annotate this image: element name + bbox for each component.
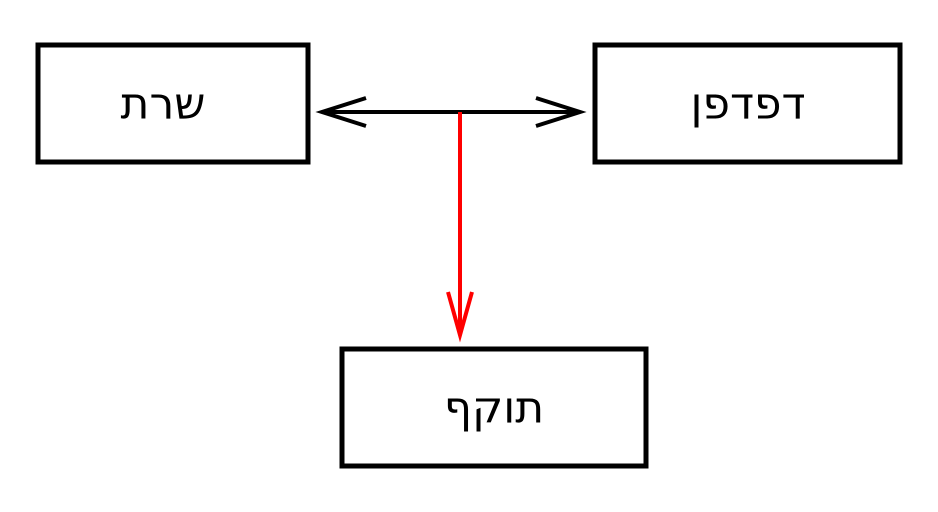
server-browser-connection bbox=[315, 96, 587, 128]
browser-label: דפדפן bbox=[691, 79, 806, 130]
arrowhead-right-icon bbox=[535, 96, 587, 128]
server-node: שרת bbox=[35, 42, 311, 165]
server-box bbox=[35, 42, 311, 165]
arrowhead-down-icon bbox=[446, 291, 474, 343]
attacker-label: תוקף bbox=[444, 383, 544, 434]
attacker-box bbox=[339, 346, 649, 469]
server-label: שרת bbox=[121, 79, 206, 130]
arrowhead-left-icon bbox=[315, 96, 367, 128]
browser-node: דפדפן bbox=[592, 42, 903, 165]
intercept-connection bbox=[446, 112, 474, 343]
attacker-node: תוקף bbox=[339, 346, 649, 469]
browser-box bbox=[592, 42, 903, 165]
